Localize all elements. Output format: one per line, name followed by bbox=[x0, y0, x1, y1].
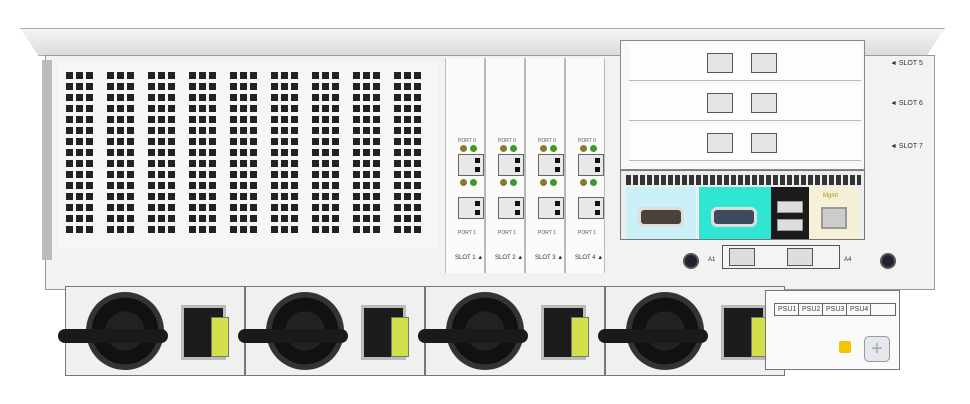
psu-2 bbox=[238, 286, 425, 376]
pcie-slot-3: PORT 0 PORT 1 bbox=[525, 58, 565, 273]
vent-column bbox=[107, 72, 137, 248]
network-port-0[interactable] bbox=[498, 154, 524, 176]
port-0-label: PORT 0 bbox=[458, 138, 476, 144]
slot-6-label: ◄ SLOT 6 bbox=[890, 100, 923, 107]
mgmt-port-area: Mgmt bbox=[809, 187, 859, 239]
thumbscrew[interactable] bbox=[683, 253, 699, 269]
ventilation-grille bbox=[58, 62, 438, 248]
port-leds bbox=[540, 145, 557, 152]
psu2-tag: PSU2 bbox=[799, 304, 823, 315]
ground-screw-icon: + bbox=[864, 336, 890, 362]
thumbscrew[interactable] bbox=[880, 253, 896, 269]
psu4-tag: PSU4 bbox=[847, 304, 871, 315]
network-port-0[interactable] bbox=[458, 154, 484, 176]
slot-1-label: SLOT 1 ▲ bbox=[455, 255, 484, 261]
psu-3 bbox=[418, 286, 605, 376]
slot-5-label: ◄ SLOT 5 bbox=[890, 60, 923, 67]
mgmt-ethernet-port[interactable] bbox=[821, 207, 847, 229]
usb-port[interactable] bbox=[777, 201, 803, 213]
riser-card-slot-6 bbox=[629, 85, 861, 121]
port-1-label: PORT 1 bbox=[578, 230, 596, 236]
port-leds bbox=[580, 179, 597, 186]
ocp-card bbox=[722, 245, 840, 269]
network-port[interactable] bbox=[707, 93, 733, 113]
network-port[interactable] bbox=[751, 133, 777, 153]
vga-port[interactable] bbox=[711, 207, 757, 227]
network-port[interactable] bbox=[707, 53, 733, 73]
vent-column bbox=[312, 72, 342, 248]
port-0-label: PORT 0 bbox=[498, 138, 516, 144]
riser-card-slot-5 bbox=[629, 45, 861, 81]
port-leds bbox=[540, 179, 557, 186]
port-0-label: PORT 0 bbox=[538, 138, 556, 144]
ground-icon bbox=[839, 341, 851, 353]
ocp-a1-label: A1 bbox=[708, 257, 716, 263]
vent-column bbox=[189, 72, 219, 248]
port-leds bbox=[580, 145, 597, 152]
psu3-tag: PSU3 bbox=[823, 304, 847, 315]
psu-release-latch[interactable] bbox=[571, 317, 589, 357]
serial-port[interactable] bbox=[638, 207, 684, 227]
psu-handle[interactable] bbox=[58, 329, 168, 343]
riser-card-cage bbox=[620, 40, 865, 170]
port-1-label: PORT 1 bbox=[538, 230, 556, 236]
port-leds bbox=[460, 145, 477, 152]
network-port[interactable] bbox=[751, 53, 777, 73]
network-port[interactable] bbox=[729, 248, 755, 266]
port-leds bbox=[460, 179, 477, 186]
vent-column bbox=[66, 72, 96, 248]
psu-handle[interactable] bbox=[598, 329, 708, 343]
network-port[interactable] bbox=[707, 133, 733, 153]
io-panel: Mgmt bbox=[620, 170, 865, 240]
port-leds bbox=[500, 145, 517, 152]
network-port-1[interactable] bbox=[578, 197, 604, 219]
network-port[interactable] bbox=[787, 248, 813, 266]
slot-3-label: SLOT 3 ▲ bbox=[535, 255, 564, 261]
chassis-side bbox=[42, 60, 52, 260]
vent-column bbox=[394, 72, 424, 248]
slot-7-label: ◄ SLOT 7 bbox=[890, 143, 923, 150]
io-vent bbox=[626, 175, 861, 185]
port-1-label: PORT 1 bbox=[458, 230, 476, 236]
psu-release-latch[interactable] bbox=[391, 317, 409, 357]
port-1-label: PORT 1 bbox=[498, 230, 516, 236]
port-0-label: PORT 0 bbox=[578, 138, 596, 144]
slot-4-label: SLOT 4 ▲ bbox=[575, 255, 604, 261]
network-port-1[interactable] bbox=[498, 197, 524, 219]
psu-label-panel: PSU1 PSU2 PSU3 PSU4 + bbox=[765, 290, 900, 370]
network-port[interactable] bbox=[751, 93, 777, 113]
psu-handle[interactable] bbox=[238, 329, 348, 343]
vga-port-area bbox=[699, 187, 771, 239]
vent-column bbox=[271, 72, 301, 248]
mgmt-label: Mgmt bbox=[823, 193, 838, 199]
pcie-slot-2: PORT 0 PORT 1 bbox=[485, 58, 525, 273]
vent-column bbox=[230, 72, 260, 248]
psu-handle[interactable] bbox=[418, 329, 528, 343]
serial-port-area bbox=[626, 187, 696, 239]
psu-tags: PSU1 PSU2 PSU3 PSU4 bbox=[774, 303, 896, 316]
psu-4 bbox=[598, 286, 785, 376]
vent-column bbox=[353, 72, 383, 248]
riser-card-slot-7 bbox=[629, 125, 861, 161]
usb-port-area bbox=[771, 187, 809, 239]
network-port-1[interactable] bbox=[538, 197, 564, 219]
network-port-0[interactable] bbox=[578, 154, 604, 176]
pcie-slot-4: PORT 0 PORT 1 bbox=[565, 58, 605, 273]
psu1-tag: PSU1 bbox=[775, 304, 799, 315]
network-port-1[interactable] bbox=[458, 197, 484, 219]
ocp-a4-label: A4 bbox=[844, 257, 852, 263]
vent-column bbox=[148, 72, 178, 248]
pcie-slot-1: PORT 0 PORT 1 bbox=[445, 58, 485, 273]
port-leds bbox=[500, 179, 517, 186]
blank-tag bbox=[871, 304, 895, 315]
slot-2-label: SLOT 2 ▲ bbox=[495, 255, 524, 261]
psu-release-latch[interactable] bbox=[211, 317, 229, 357]
psu-1 bbox=[58, 286, 245, 376]
usb-port[interactable] bbox=[777, 219, 803, 231]
network-port-0[interactable] bbox=[538, 154, 564, 176]
